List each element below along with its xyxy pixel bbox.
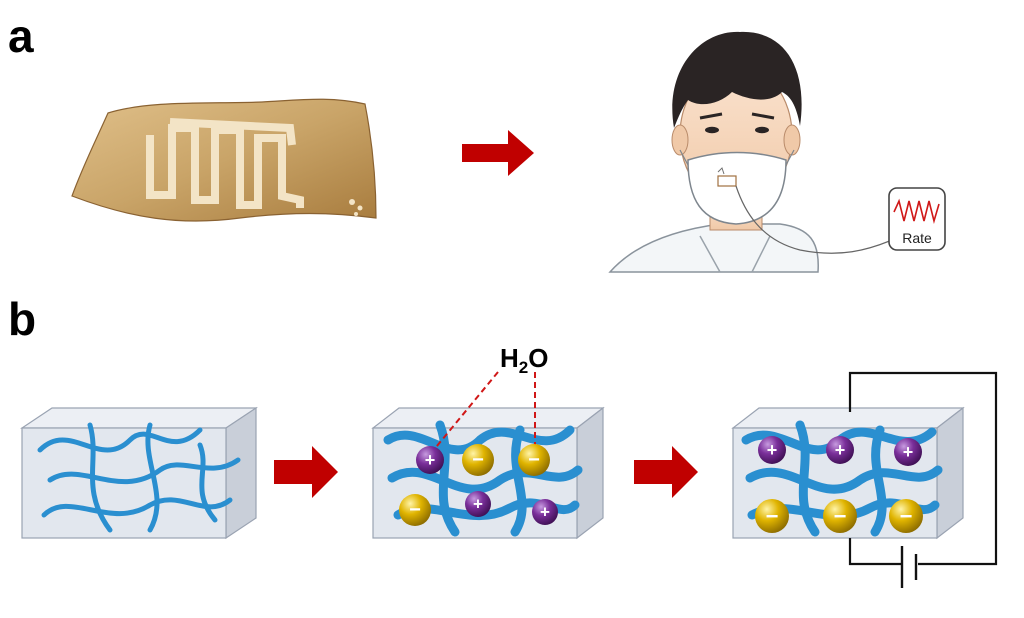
anion: − (889, 499, 923, 533)
anion: − (518, 444, 550, 476)
cation: + (465, 491, 491, 517)
cation: + (826, 436, 854, 464)
anion: − (823, 499, 857, 533)
panel-label-a: a (8, 10, 34, 62)
paper-sensor-icon (71, 98, 377, 222)
anion: − (462, 444, 494, 476)
cation: + (532, 499, 558, 525)
svg-text:+: + (425, 450, 436, 470)
svg-text:−: − (409, 499, 421, 521)
svg-text:−: − (472, 449, 484, 471)
anion: − (755, 499, 789, 533)
ions-mixed: + − − + − + (399, 444, 558, 526)
svg-text:−: − (766, 504, 779, 529)
external-circuit (848, 371, 998, 566)
cation: + (894, 438, 922, 466)
cation: + (758, 436, 786, 464)
svg-text:+: + (540, 503, 550, 522)
arrow-icon (634, 446, 698, 498)
panel-label-b: b (8, 293, 36, 345)
svg-text:+: + (767, 440, 778, 460)
polymer-chains (37, 422, 241, 533)
hydrogel-block-dry (20, 406, 258, 540)
cation: + (416, 446, 444, 474)
face-mask-wearer-icon (608, 31, 819, 273)
hydrogel-block-hydrated (371, 406, 605, 540)
svg-text:−: − (900, 504, 913, 529)
arrow-icon (274, 446, 338, 498)
water-label: H2O (500, 343, 548, 377)
monitor-rate-label: Rate (902, 230, 932, 246)
ions-separated: + + + − − − (755, 436, 923, 533)
svg-text:+: + (903, 442, 914, 462)
svg-text:+: + (835, 440, 846, 460)
anion: − (399, 494, 431, 526)
svg-text:−: − (834, 504, 847, 529)
svg-text:−: − (528, 449, 540, 471)
respiration-monitor-icon: Rate (888, 187, 946, 251)
svg-text:+: + (473, 495, 483, 514)
sensor-wire (735, 185, 893, 254)
water-leader-line (431, 371, 499, 453)
arrow-icon (462, 130, 534, 176)
battery-symbol-icon (900, 546, 918, 588)
